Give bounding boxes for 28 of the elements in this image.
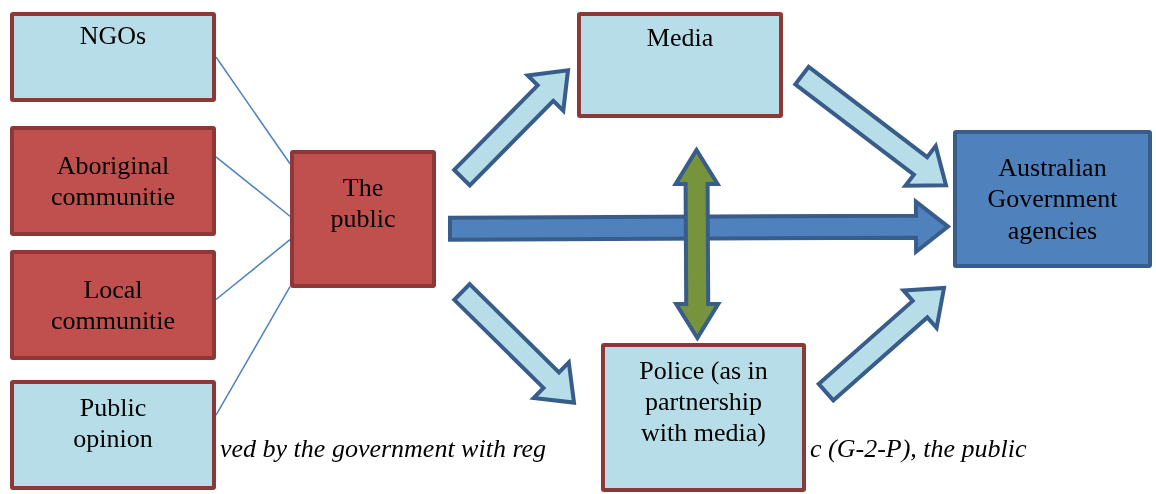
process-box <box>601 343 806 492</box>
node-label: Australian Government agencies <box>986 152 1119 246</box>
node-label: NGOs <box>79 20 147 52</box>
double-block-arrow <box>672 146 722 342</box>
process-box <box>10 126 216 236</box>
process-box <box>10 380 216 490</box>
node-label: The public <box>329 172 397 235</box>
connector-line <box>215 285 291 416</box>
block-arrow <box>451 68 571 189</box>
node-label: Police (as in partnership with media) <box>638 355 769 449</box>
caption-text: ved by the government with reg <box>220 434 547 464</box>
connector-line <box>215 156 291 217</box>
node-label: Public opinion <box>72 392 154 455</box>
process-box <box>10 250 216 360</box>
block-arrow <box>448 197 952 256</box>
process-box <box>10 12 216 102</box>
block-arrow <box>792 64 949 188</box>
node-label: Local communitie <box>49 273 177 337</box>
block-arrow <box>815 285 947 404</box>
process-box <box>290 150 436 288</box>
connector-line <box>215 56 291 165</box>
process-box <box>577 12 783 118</box>
node-label: Aboriginal communitie <box>49 149 177 213</box>
caption-text: c (G-2-P), the public <box>810 434 1027 464</box>
connector-line <box>215 238 291 301</box>
process-box <box>953 130 1152 268</box>
block-arrow <box>451 281 577 405</box>
node-label: Media <box>646 22 714 54</box>
